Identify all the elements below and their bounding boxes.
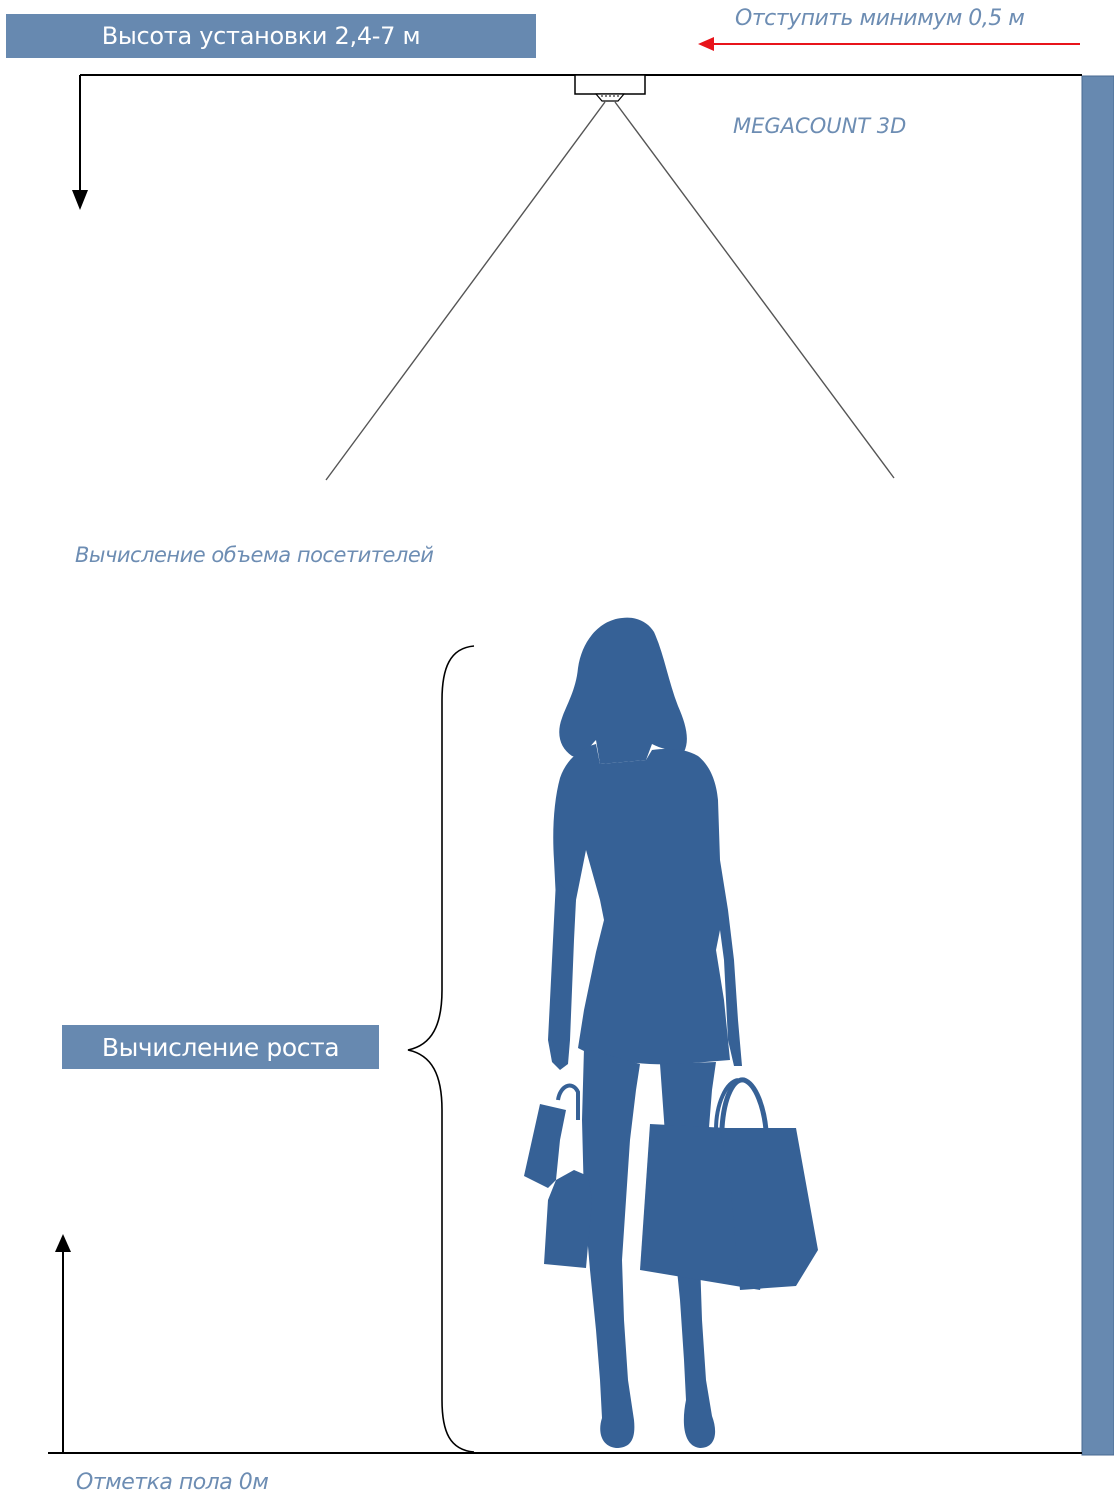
height-brace [407,645,475,1453]
wall [1081,75,1114,1456]
device-label: MEGACOUNT 3D [733,114,907,138]
arrow-down-icon [72,190,88,210]
arrow-up-icon [55,1234,71,1252]
sensor-icon [574,74,646,102]
offset-label: Отступить минимум 0,5 м [735,6,1025,31]
volume-calculation-label: Вычисление объема посетителей [75,543,434,567]
person-silhouette-icon [524,617,818,1448]
arrow-left-icon [698,37,714,51]
install-height-label: Высота установки 2,4-7 м [6,14,536,58]
floor-level-label: Отметка пола 0м [76,1470,269,1495]
fov-left-line [325,101,606,481]
fov-right-line [614,101,895,479]
height-calculation-label: Вычисление роста [62,1025,379,1069]
